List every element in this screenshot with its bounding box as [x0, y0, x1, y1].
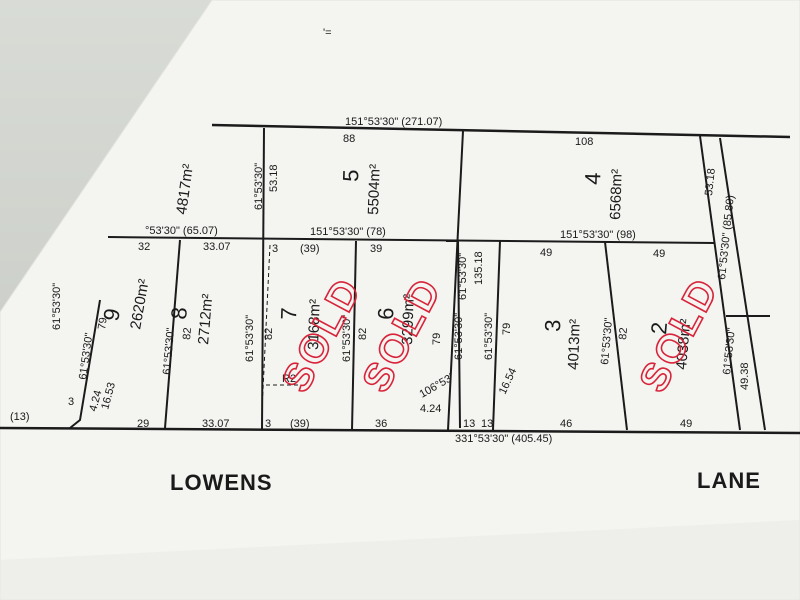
lot-number-7: 7	[276, 307, 301, 320]
lot9-corner	[69, 299, 101, 429]
dim-49-top-b: 49	[653, 248, 665, 260]
divider-9-8	[164, 239, 181, 429]
mid-bearing-center: 151°53'30" (78)	[310, 226, 386, 238]
lot-number-6: 6	[373, 307, 398, 320]
dim-49-bottom: 49	[680, 418, 692, 430]
lot-7: 7 3168m²	[276, 299, 324, 350]
lot-divider-c	[699, 135, 741, 431]
dim-29: 29	[137, 418, 149, 430]
angle-label-4: 61°53'30"	[161, 327, 177, 375]
dim-88: 88	[343, 133, 355, 145]
lot-area-4: 6568m²	[607, 169, 626, 220]
top-bearing: 151°53'30" (271.07)	[345, 116, 442, 128]
lot-5: 5 5504m²	[338, 164, 384, 215]
lot-area-2: 4038m²	[673, 318, 694, 370]
lot-area-5: 5504m²	[365, 164, 384, 215]
lot-3: 3 4013m²	[540, 319, 584, 370]
dim-79-c: 79	[501, 323, 513, 335]
angle-label-10: 61°53'30"	[599, 317, 615, 365]
dim-36: 36	[375, 418, 387, 430]
lot-2: 2 4038m²	[646, 318, 694, 370]
dim-39-top-paren: (39)	[300, 243, 320, 255]
dim-82-b: 82	[263, 328, 275, 340]
dim-r2: R2	[282, 373, 296, 385]
dim-39-top: 39	[370, 243, 382, 255]
lot-number-4: 4	[580, 172, 605, 185]
top-boundary	[211, 123, 791, 139]
paper-shadow	[0, 520, 800, 600]
angle-label-2: 61°53'30"	[457, 253, 469, 300]
lot-8: 8 2712m²	[166, 293, 216, 345]
dim-79-a: 79	[96, 317, 110, 331]
lot-number-3: 3	[540, 319, 565, 332]
dim-53-18-a: 53.18	[268, 164, 280, 192]
dim-135-18: 135.18	[473, 251, 485, 285]
dim-3-lot9: 3	[68, 396, 74, 408]
dim-4-24-a: 4.24	[87, 389, 104, 413]
bottom-boundary	[0, 426, 800, 435]
lot-area-6: 3299m²	[399, 294, 418, 345]
angle-label-1: 61°53'30"	[253, 163, 265, 210]
lot-area-8: 2712m²	[195, 293, 216, 345]
angle-label-12: 61°53'30"	[51, 283, 63, 330]
lot6-corner	[446, 240, 461, 429]
bottom-bearing: 331°53'30" (405.45)	[455, 433, 552, 445]
dim-4-24-b: 4.24	[420, 403, 441, 415]
angle-label-7: 61°53'30"	[453, 313, 465, 360]
lot-6: 6 3299m²	[373, 294, 418, 345]
dim-32: 32	[138, 241, 150, 253]
angle-label-6: 61°53'30"	[341, 315, 353, 362]
dim-49-top-a: 49	[540, 247, 552, 259]
dim-33-07-top: 33.07	[203, 241, 231, 253]
lot-divider-a	[261, 127, 265, 431]
dim-53-18-b: 53.18	[703, 168, 718, 197]
road-name-lowens: LOWENS	[170, 470, 273, 495]
road-name-lane: LANE	[697, 468, 761, 493]
dim-13-left: (13)	[10, 411, 30, 423]
dim-49-38: 49.38	[739, 362, 751, 390]
dim-33-07-bottom: 33.07	[202, 418, 230, 430]
lot-divider-b	[447, 130, 464, 431]
dim-39-bottom-paren: (39)	[290, 418, 310, 430]
lot-10: 4817m²	[173, 163, 197, 216]
dim-13-a: 13	[463, 418, 475, 430]
lot-number-5: 5	[338, 169, 363, 182]
mid-bearing-left: °53'30" (65.07)	[145, 225, 218, 237]
smudge-mark: '=	[323, 27, 332, 39]
right-lane-edge	[719, 137, 766, 431]
divider-lane-3	[492, 240, 501, 431]
lot-area-3: 4013m²	[565, 319, 584, 370]
lot-number-2: 2	[646, 321, 672, 335]
lot-area-unnumbered: 4817m²	[173, 163, 197, 216]
lot-number-8: 8	[166, 306, 192, 320]
mid-bearing-right: 151°53'30" (98)	[560, 229, 636, 241]
dim-46: 46	[560, 418, 572, 430]
dim-13-b: 13	[481, 418, 493, 430]
lot-number-9: 9	[98, 306, 125, 322]
lot-4: 4 6568m²	[580, 169, 626, 220]
lot-boundaries	[0, 123, 800, 435]
angle-label-5: 61°53'30"	[244, 315, 256, 362]
dim-82-a: 82	[181, 327, 194, 340]
divider-7-6	[351, 240, 357, 431]
middle-boundary	[107, 236, 716, 244]
dim-79-b: 79	[431, 333, 443, 345]
dim-82-d: 82	[617, 327, 630, 340]
divider-3-2	[604, 241, 628, 431]
dim-3-bottom: 3	[265, 418, 271, 430]
angle-label-11: 61°53'30"	[721, 327, 738, 375]
dim-108: 108	[575, 136, 593, 148]
lot-area-7: 3168m²	[305, 299, 324, 350]
angle-label-8: 61°53'30"	[483, 313, 495, 360]
dim-82-c: 82	[357, 328, 369, 340]
dim-3-top: 3	[272, 243, 278, 255]
